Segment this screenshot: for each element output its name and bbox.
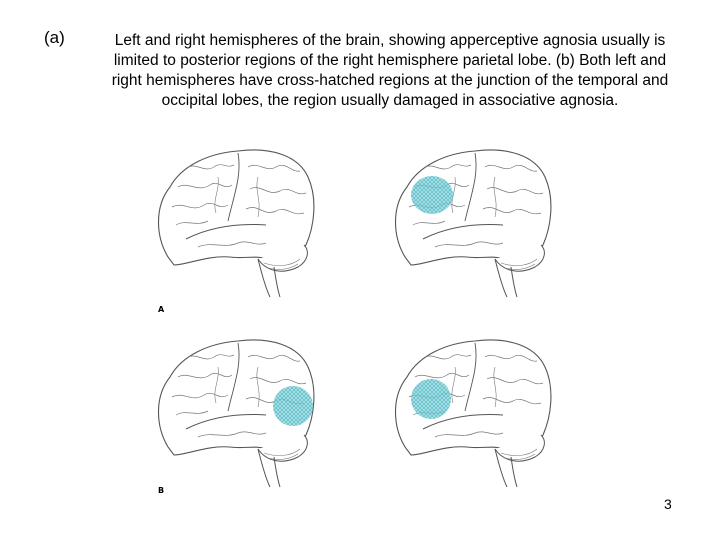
page-number: 3 [664, 496, 672, 512]
panel-label-a: A [158, 305, 165, 314]
figure-caption: Left and right hemispheres of the brain,… [111, 32, 669, 109]
part-label: (a) [44, 28, 65, 47]
brain-a-left [157, 149, 315, 298]
panel-label-b: B [158, 486, 165, 495]
brain-a-right [394, 149, 552, 298]
